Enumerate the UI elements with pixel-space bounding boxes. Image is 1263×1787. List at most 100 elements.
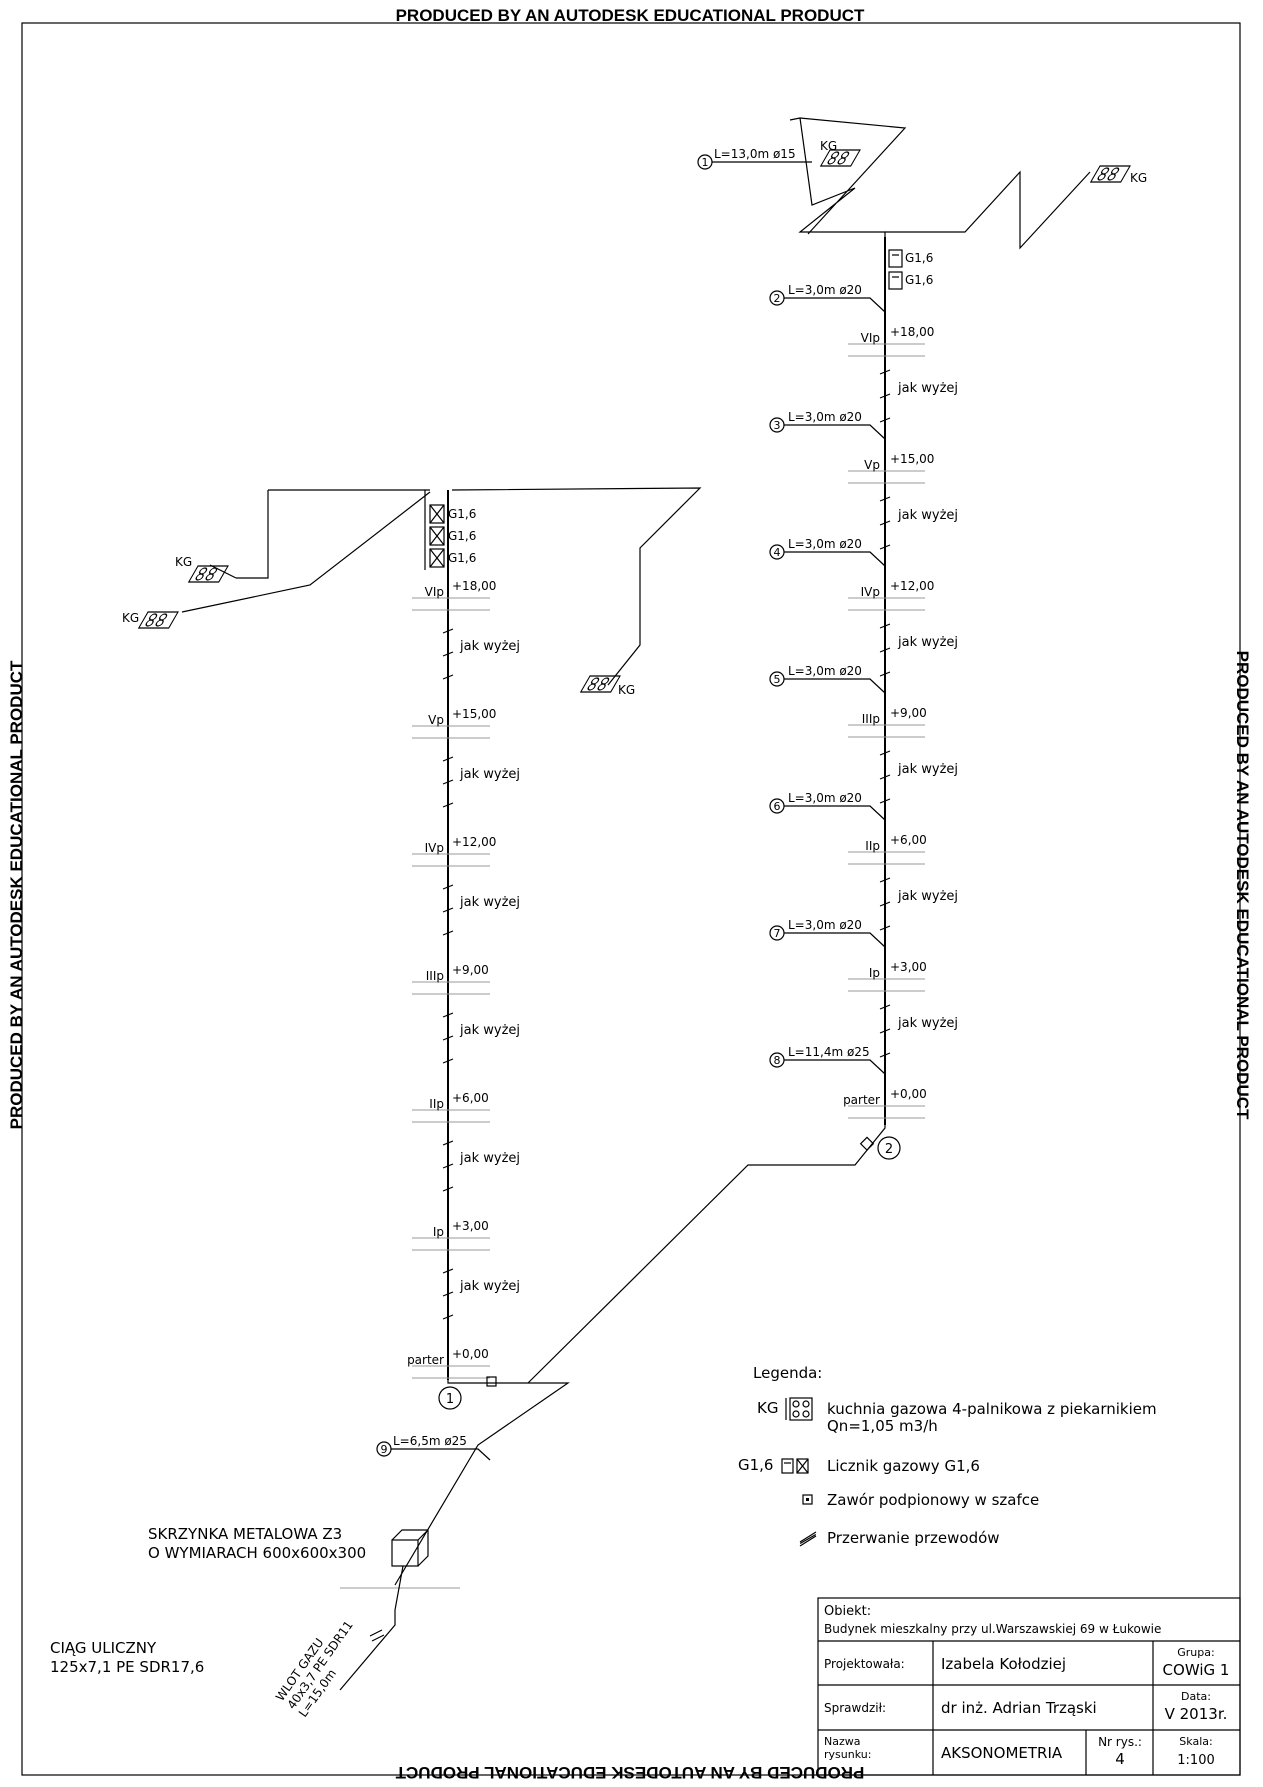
drawing-frame (21, 22, 1241, 1776)
svg-text:IIp: IIp (429, 1097, 444, 1111)
svg-text:9: 9 (381, 1443, 388, 1456)
metal-box-line2: O WYMIARACH 600x600x300 (148, 1544, 366, 1562)
title-block: Obiekt: Budynek mieszkalny przy ul.Warsz… (817, 1597, 1241, 1776)
meter-left-3-label: G1,6 (448, 551, 476, 565)
riser-left: G1,6 G1,6 G1,6 KG KG KG VIp +18,00 jak w… (122, 487, 702, 1586)
svg-text:+18,00: +18,00 (452, 579, 496, 593)
tb-number-label: Nr rys.: (1098, 1735, 1142, 1749)
meter-left-1 (429, 504, 445, 524)
legend-stove-icon (785, 1397, 813, 1421)
right-riser-base (527, 1125, 886, 1384)
svg-text:jak wyżej: jak wyżej (897, 508, 958, 523)
valve-right (859, 1136, 875, 1151)
legend-valve-icon (802, 1494, 813, 1505)
break-marks-right (879, 369, 891, 1058)
floor-right-6: parter +0,00 (843, 1087, 927, 1119)
legend-meter-icon (781, 1458, 809, 1474)
stove-right-2 (1089, 165, 1131, 183)
svg-text:jak wyżej: jak wyżej (459, 767, 520, 782)
floor-left-0: VIp +18,00 jak wyżej (412, 579, 520, 654)
floor-right-4: IIp +6,00 jak wyżej (848, 833, 958, 904)
svg-text:Ip: Ip (869, 966, 880, 980)
meter-left-2-label: G1,6 (448, 529, 476, 543)
floor-right-5: Ip +3,00 jak wyżej (848, 960, 958, 1031)
legend: Legenda: KG kuchnia gazowa 4-palnikowa z… (738, 1364, 1157, 1547)
svg-text:IIIp: IIIp (426, 969, 444, 983)
svg-text:L=3,0m ø20: L=3,0m ø20 (788, 664, 862, 678)
svg-text:jak wyżej: jak wyżej (459, 1279, 520, 1294)
watermark-top: PRODUCED BY AN AUTODESK EDUCATIONAL PROD… (396, 6, 865, 25)
segment-1: 1 L=13,0m ø15 (697, 147, 812, 170)
svg-text:+9,00: +9,00 (452, 963, 489, 977)
svg-text:IIIp: IIIp (862, 712, 880, 726)
svg-text:jak wyżej: jak wyżej (897, 762, 958, 777)
branch-left-kg2 (451, 487, 702, 686)
segment-3: 3 L=3,0m ø20 (769, 410, 886, 440)
svg-text:jak wyżej: jak wyżej (897, 889, 958, 904)
branch-left-kg1-stub (209, 564, 237, 579)
tb-drawing-value: AKSONOMETRIA (941, 1744, 1063, 1762)
svg-text:L=3,0m ø20: L=3,0m ø20 (788, 791, 862, 805)
floor-right-0: VIp +18,00 jak wyżej (848, 325, 958, 396)
svg-text:IVp: IVp (425, 841, 444, 855)
branch-left-kg1 (181, 491, 431, 613)
meter-right-1-label: G1,6 (905, 251, 933, 265)
svg-text:+12,00: +12,00 (890, 579, 934, 593)
floor-left-2: IVp +12,00 jak wyżej (412, 835, 520, 910)
marker-left (438, 1386, 462, 1410)
metal-box: SKRZYNKA METALOWA Z3 O WYMIARACH 600x600… (148, 1525, 460, 1691)
tb-object-value: Budynek mieszkalny przy ul.Warszawskiej … (824, 1622, 1161, 1636)
svg-text:+3,00: +3,00 (890, 960, 927, 974)
svg-text:6: 6 (774, 800, 781, 813)
svg-text:+15,00: +15,00 (452, 707, 496, 721)
svg-text:2: 2 (774, 292, 781, 305)
floor-left-4: IIp +6,00 jak wyżej (412, 1091, 520, 1166)
svg-text:5: 5 (774, 673, 781, 686)
stove-right-1-label: KG (820, 139, 837, 153)
svg-text:+0,00: +0,00 (890, 1087, 927, 1101)
svg-text:Vp: Vp (864, 458, 880, 472)
svg-text:+6,00: +6,00 (452, 1091, 489, 1105)
tb-designer-value: Izabela Kołodziej (941, 1655, 1066, 1673)
branch-right-top-left (789, 117, 907, 237)
tb-group-label: Grupa: (1177, 1646, 1214, 1659)
tb-date-label: Data: (1181, 1690, 1211, 1703)
watermark-bottom: PRODUCED BY AN AUTODESK EDUCATIONAL PROD… (395, 1763, 864, 1782)
meter-left-3 (429, 548, 445, 568)
tb-designer-label: Projektowała: (824, 1657, 905, 1671)
svg-text:+18,00: +18,00 (890, 325, 934, 339)
legend-title: Legenda: (753, 1364, 822, 1382)
floor-right-1: Vp +15,00 jak wyżej (848, 452, 958, 523)
legend-meter-text: Licznik gazowy G1,6 (827, 1457, 980, 1475)
legend-meter-code: G1,6 (738, 1456, 773, 1474)
street-line2: 125x7,1 PE SDR17,6 (50, 1658, 204, 1676)
tb-scale-value: 1:100 (1177, 1753, 1214, 1768)
svg-text:jak wyżej: jak wyżej (459, 1151, 520, 1166)
break-marks-left (442, 628, 454, 1320)
svg-text:L=3,0m ø20: L=3,0m ø20 (788, 537, 862, 551)
svg-text:Ip: Ip (433, 1225, 444, 1239)
stove-left-1-label: KG (175, 555, 192, 569)
svg-text:L=6,5m ø25: L=6,5m ø25 (393, 1434, 467, 1448)
svg-text:1: 1 (702, 156, 709, 169)
stove-right-1 (819, 149, 861, 167)
segment-8: 8 L=11,4m ø25 (769, 1045, 886, 1075)
floor-right-2: IVp +12,00 jak wyżej (848, 579, 958, 650)
svg-text:+9,00: +9,00 (890, 706, 927, 720)
marker-left-num: 1 (446, 1392, 454, 1407)
svg-text:VIp: VIp (861, 331, 880, 345)
floor-left-6: parter +0,00 (407, 1347, 490, 1379)
watermark-left: PRODUCED BY AN AUTODESK EDUCATIONAL PROD… (7, 660, 26, 1129)
stove-left-2-label: KG (122, 611, 139, 625)
tb-scale-label: Skala: (1179, 1735, 1212, 1748)
svg-text:IIp: IIp (865, 839, 880, 853)
svg-text:L=3,0m ø20: L=3,0m ø20 (788, 918, 862, 932)
tb-group-value: COWiG 1 (1163, 1661, 1230, 1679)
inlet-label: WLOT GAZU 40x3,7 PE SDR11 L=15,0m (273, 1618, 356, 1720)
legend-kg-text2: Qn=1,05 m3/h (827, 1417, 938, 1435)
floor-left-1: Vp +15,00 jak wyżej (412, 707, 520, 782)
floor-right-3: IIIp +9,00 jak wyżej (848, 706, 958, 777)
svg-text:3: 3 (774, 419, 781, 432)
legend-valve-text: Zawór podpionowy w szafce (827, 1491, 1039, 1509)
